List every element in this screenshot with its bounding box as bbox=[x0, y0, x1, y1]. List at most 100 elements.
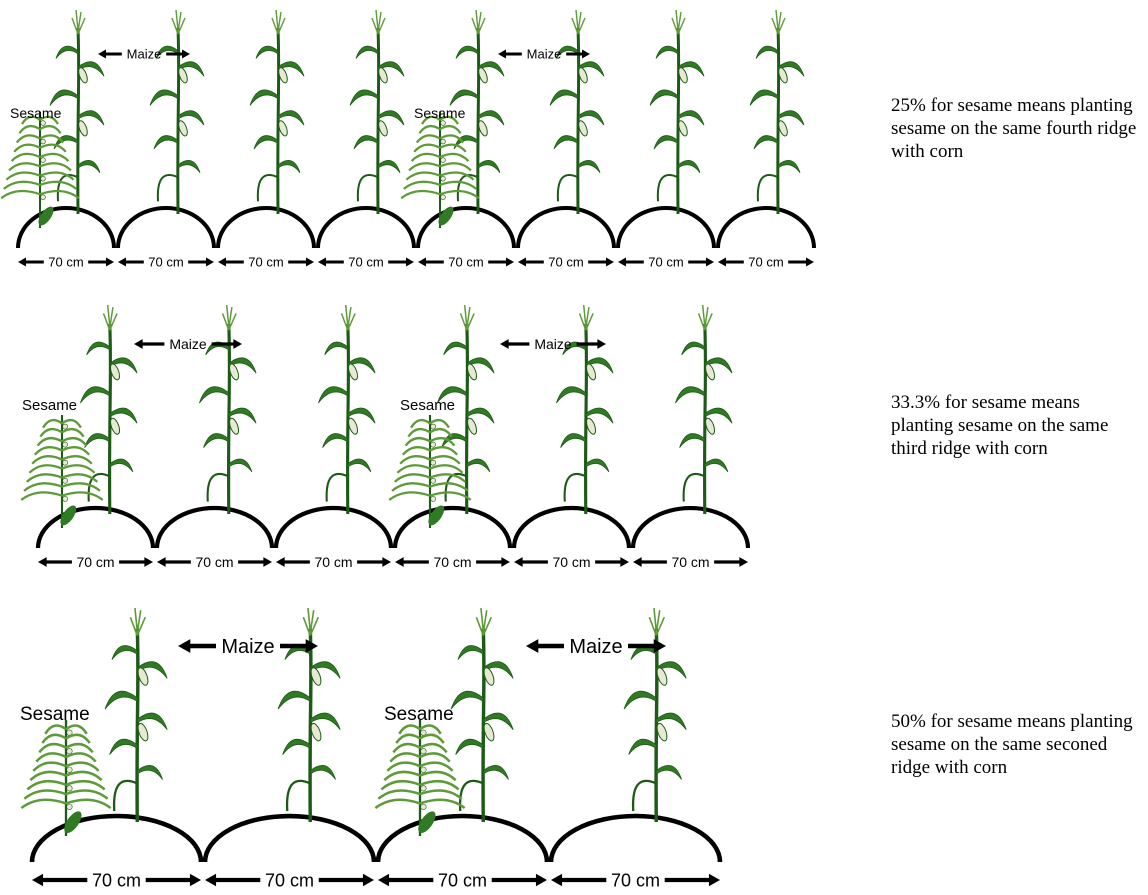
ridge bbox=[392, 505, 513, 549]
ridge bbox=[511, 505, 632, 549]
spacing-dimension-text: 70 cm bbox=[248, 255, 283, 270]
maize-spacing-label: Maize bbox=[178, 636, 318, 658]
ridge bbox=[316, 206, 416, 249]
ridge bbox=[630, 505, 751, 549]
spacing-dimension: 70 cm bbox=[718, 255, 814, 270]
spacing-dimension: 70 cm bbox=[618, 255, 714, 270]
ridge bbox=[416, 206, 516, 249]
maize-plant bbox=[318, 304, 376, 515]
ridge bbox=[202, 813, 377, 863]
panel-33-percent: 70 cm 70 cm 70 cm 70 cm 70 cm 70 cm Sesame Sesa… bbox=[20, 304, 751, 570]
maize-plant bbox=[549, 9, 605, 215]
spacing-dimension: 70 cm bbox=[518, 255, 614, 270]
spacing-dimension: 70 cm bbox=[418, 255, 514, 270]
spacing-dimension: 70 cm bbox=[157, 554, 272, 570]
panel-50-percent: 70 cm 70 cm 70 cm 70 cm Sesame Sesame Maize Mai… bbox=[20, 607, 723, 890]
spacing-dimension: 70 cm bbox=[633, 554, 748, 570]
spacing-dimension-text: 70 cm bbox=[348, 255, 383, 270]
spacing-dimension-text: 70 cm bbox=[433, 554, 471, 570]
spacing-dimension-text: 70 cm bbox=[448, 255, 483, 270]
spacing-dimension: 70 cm bbox=[205, 870, 374, 890]
ridge bbox=[154, 505, 275, 549]
maize-spacing-label-text: Maize bbox=[169, 336, 207, 352]
maize-plant bbox=[623, 607, 687, 823]
ridge bbox=[29, 813, 204, 863]
spacing-dimension: 70 cm bbox=[276, 554, 391, 570]
spacing-dimension-text: 70 cm bbox=[671, 554, 709, 570]
maize-plant bbox=[277, 607, 341, 823]
maize-plant bbox=[749, 9, 805, 215]
sesame-plant bbox=[388, 415, 472, 528]
sesame-label: Sesame bbox=[10, 105, 62, 121]
spacing-dimension-text: 70 cm bbox=[648, 255, 683, 270]
spacing-dimension: 70 cm bbox=[551, 870, 720, 890]
spacing-dimension-text: 70 cm bbox=[438, 870, 487, 890]
maize-plant bbox=[104, 607, 168, 823]
spacing-dimension-text: 70 cm bbox=[195, 554, 233, 570]
maize-plant bbox=[556, 304, 614, 515]
caption-33-percent: 33.3% for sesame means planting sesame o… bbox=[891, 392, 1109, 459]
maize-plant bbox=[80, 304, 138, 515]
maize-spacing-label: Maize bbox=[98, 47, 190, 62]
ridge bbox=[116, 206, 216, 249]
ridge bbox=[216, 206, 316, 249]
panel-25-percent: 70 cm 70 cm 70 cm 70 cm 70 cm 70 cm 70 cm 70 cm… bbox=[0, 9, 816, 270]
spacing-dimension-text: 70 cm bbox=[611, 870, 660, 890]
sesame-label: Sesame bbox=[22, 397, 77, 414]
maize-spacing-label-text: Maize bbox=[534, 336, 572, 352]
maize-plant bbox=[649, 9, 705, 215]
spacing-dimension-text: 70 cm bbox=[548, 255, 583, 270]
spacing-dimension: 70 cm bbox=[38, 554, 153, 570]
spacing-dimension: 70 cm bbox=[218, 255, 314, 270]
sesame-plant bbox=[400, 112, 480, 228]
maize-spacing-label: Maize bbox=[134, 336, 242, 352]
maize-spacing-label-text: Maize bbox=[127, 47, 162, 62]
sesame-plant bbox=[0, 112, 80, 228]
maize-plant bbox=[675, 304, 733, 515]
maize-plant bbox=[349, 9, 405, 215]
spacing-dimension-text: 70 cm bbox=[92, 870, 141, 890]
spacing-dimension: 70 cm bbox=[318, 255, 414, 270]
spacing-dimension-text: 70 cm bbox=[76, 554, 114, 570]
maize-plant bbox=[437, 304, 495, 515]
spacing-dimension: 70 cm bbox=[18, 255, 114, 270]
maize-plant bbox=[149, 9, 205, 215]
maize-spacing-label-text: Maize bbox=[221, 636, 274, 658]
spacing-dimension: 70 cm bbox=[378, 870, 547, 890]
spacing-dimension: 70 cm bbox=[118, 255, 214, 270]
spacing-dimension: 70 cm bbox=[395, 554, 510, 570]
spacing-dimension-text: 70 cm bbox=[552, 554, 590, 570]
sesame-plant bbox=[20, 415, 104, 528]
sesame-plant bbox=[20, 720, 112, 836]
ridge bbox=[273, 505, 394, 549]
spacing-dimension-text: 70 cm bbox=[314, 554, 352, 570]
sesame-label: Sesame bbox=[400, 397, 455, 414]
spacing-dimension: 70 cm bbox=[514, 554, 629, 570]
caption-50-percent: 50% for sesame means planting sesame on … bbox=[891, 711, 1133, 778]
spacing-dimension-text: 70 cm bbox=[48, 255, 83, 270]
spacing-dimension-text: 70 cm bbox=[748, 255, 783, 270]
ridge bbox=[516, 206, 616, 249]
caption-25-percent: 25% for sesame means planting sesame on … bbox=[891, 95, 1137, 162]
ridge bbox=[548, 813, 723, 863]
spacing-dimension-text: 70 cm bbox=[265, 870, 314, 890]
maize-spacing-label-text: Maize bbox=[527, 47, 562, 62]
maize-plant bbox=[450, 607, 514, 823]
spacing-dimension: 70 cm bbox=[32, 870, 201, 890]
maize-spacing-label: Maize bbox=[500, 336, 606, 352]
ridge bbox=[35, 505, 156, 549]
ridge bbox=[375, 813, 550, 863]
maize-spacing-label: Maize bbox=[526, 636, 666, 658]
ridge bbox=[716, 206, 816, 249]
ridge bbox=[16, 206, 116, 249]
sesame-label: Sesame bbox=[384, 704, 454, 725]
maize-plant bbox=[199, 304, 257, 515]
spacing-dimension-text: 70 cm bbox=[148, 255, 183, 270]
maize-spacing-label: Maize bbox=[498, 47, 590, 62]
sesame-plant bbox=[374, 720, 466, 836]
sesame-label: Sesame bbox=[20, 704, 90, 725]
ridge bbox=[616, 206, 716, 249]
maize-spacing-label-text: Maize bbox=[569, 636, 622, 658]
sesame-label: Sesame bbox=[414, 105, 466, 121]
